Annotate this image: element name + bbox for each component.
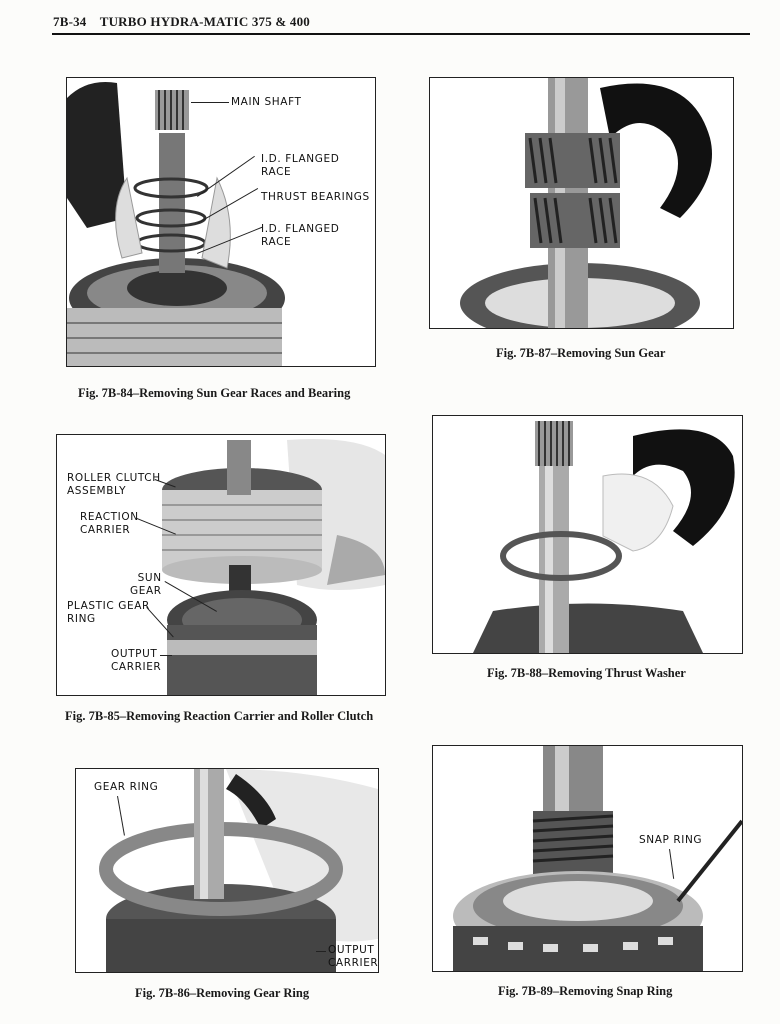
photo-fig-7b-89: SNAP RING (432, 745, 743, 972)
caption-fig-7b-87: Fig. 7B-87–Removing Sun Gear (496, 346, 666, 360)
caption-fig-7b-86: Fig. 7B-86–Removing Gear Ring (135, 986, 310, 1000)
photo-fig-7b-84: MAIN SHAFT I.D. FLANGED RACE THRUST BEAR… (66, 77, 376, 367)
caption-fig-7b-89: Fig. 7B-89–Removing Snap Ring (498, 984, 673, 998)
caption-fig-7b-84: Fig. 7B-84–Removing Sun Gear Races and B… (78, 386, 351, 400)
label-plastic-gear-ring: PLASTIC GEAR RING (67, 600, 150, 625)
label-thrust-bearings: THRUST BEARINGS (261, 191, 370, 203)
label-snap-ring: SNAP RING (639, 834, 703, 846)
label-main-shaft: MAIN SHAFT (231, 96, 302, 108)
photo-fig-7b-85: ROLLER CLUTCH ASSEMBLY REACTION CARRIER … (56, 434, 386, 696)
label-id-flanged-race-top: I.D. FLANGED RACE (261, 153, 340, 178)
label-id-flanged-race-bottom: I.D. FLANGED RACE (261, 223, 340, 248)
page-header: 7B-34 TURBO HYDRA-MATIC 375 & 400 (53, 14, 310, 30)
gear-ring-illustration (99, 769, 378, 972)
label-gear-ring: GEAR RING (94, 781, 159, 793)
caption-fig-7b-85: Fig. 7B-85–Removing Reaction Carrier and… (65, 709, 374, 723)
photo-fig-7b-86: GEAR RING OUTPUT CARRIER (75, 768, 379, 973)
gear-illustration (460, 78, 712, 328)
thrust-washer-illustration (473, 421, 735, 653)
photo-fig-7b-87 (429, 77, 734, 329)
page-number: 7B-34 (53, 14, 87, 29)
label-output-carrier-86: OUTPUT CARRIER (328, 944, 379, 969)
label-reaction-carrier: REACTION CARRIER (80, 511, 139, 536)
photo-fig-7b-88 (432, 415, 743, 654)
label-sun-gear: SUN GEAR (130, 572, 162, 597)
label-roller-clutch-assembly: ROLLER CLUTCH ASSEMBLY (67, 472, 161, 497)
snap-ring-illustration (453, 746, 742, 971)
header-rule (52, 33, 750, 35)
page-title: TURBO HYDRA-MATIC 375 & 400 (99, 14, 310, 29)
transmission-illustration (67, 82, 285, 366)
label-output-carrier: OUTPUT CARRIER (111, 648, 162, 673)
caption-fig-7b-88: Fig. 7B-88–Removing Thrust Washer (487, 666, 686, 680)
